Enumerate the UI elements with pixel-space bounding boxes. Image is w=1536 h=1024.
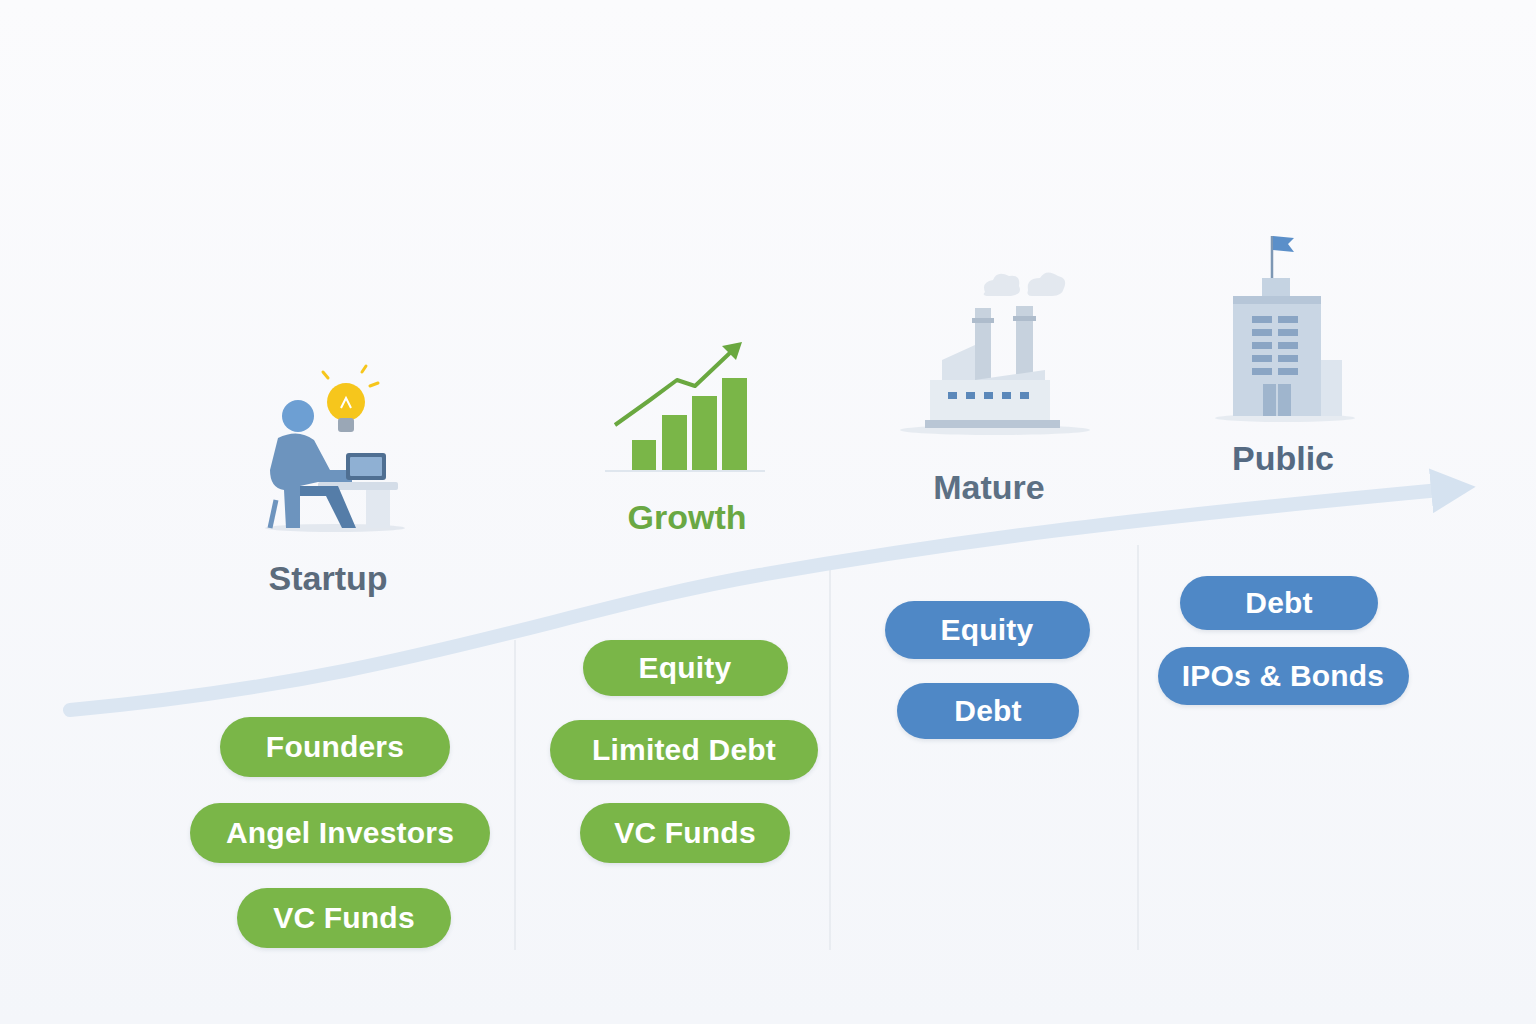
- window-mark: [1252, 342, 1272, 349]
- growth-icon: [605, 342, 765, 471]
- funding-pill: Equity: [583, 640, 788, 696]
- window-mark: [1252, 329, 1272, 336]
- pill-text: VC Funds: [614, 816, 756, 850]
- pill-text: Equity: [639, 651, 732, 685]
- stage-label: Startup: [269, 559, 388, 598]
- stage-label: Mature: [933, 468, 1044, 507]
- stage-label: Public: [1232, 439, 1334, 478]
- window-mark: [1252, 316, 1272, 323]
- funding-pill: IPOs & Bonds: [1158, 647, 1409, 705]
- funding-pill: VC Funds: [580, 803, 790, 863]
- window-mark: [1252, 368, 1272, 375]
- window-mark: [1278, 342, 1298, 349]
- window-mark: [1278, 368, 1298, 375]
- pill-text: Founders: [266, 730, 404, 764]
- pill-text: VC Funds: [273, 901, 415, 935]
- pill-text: Equity: [941, 613, 1034, 647]
- pill-text: Debt: [954, 694, 1021, 728]
- funding-pill: Founders: [220, 717, 450, 777]
- stage-label: Growth: [628, 498, 747, 537]
- window-mark: [1278, 329, 1298, 336]
- window-mark: [1278, 316, 1298, 323]
- funding-pill: Debt: [1180, 576, 1378, 630]
- window-mark: [1252, 355, 1272, 362]
- funding-pill: Equity: [885, 601, 1090, 659]
- window-mark: [1278, 355, 1298, 362]
- funding-pill: Limited Debt: [550, 720, 818, 780]
- funding-pill: Angel Investors: [190, 803, 490, 863]
- growth-curve: [70, 490, 1440, 710]
- building-icon: [1215, 236, 1355, 422]
- funding-pill: Debt: [897, 683, 1079, 739]
- startup-icon: [265, 366, 405, 532]
- factory-icon: [900, 272, 1090, 435]
- pill-text: Angel Investors: [226, 816, 454, 850]
- funding-pill: VC Funds: [237, 888, 451, 948]
- pill-text: Limited Debt: [592, 733, 776, 767]
- pill-text: IPOs & Bonds: [1182, 659, 1384, 693]
- pill-text: Debt: [1245, 586, 1312, 620]
